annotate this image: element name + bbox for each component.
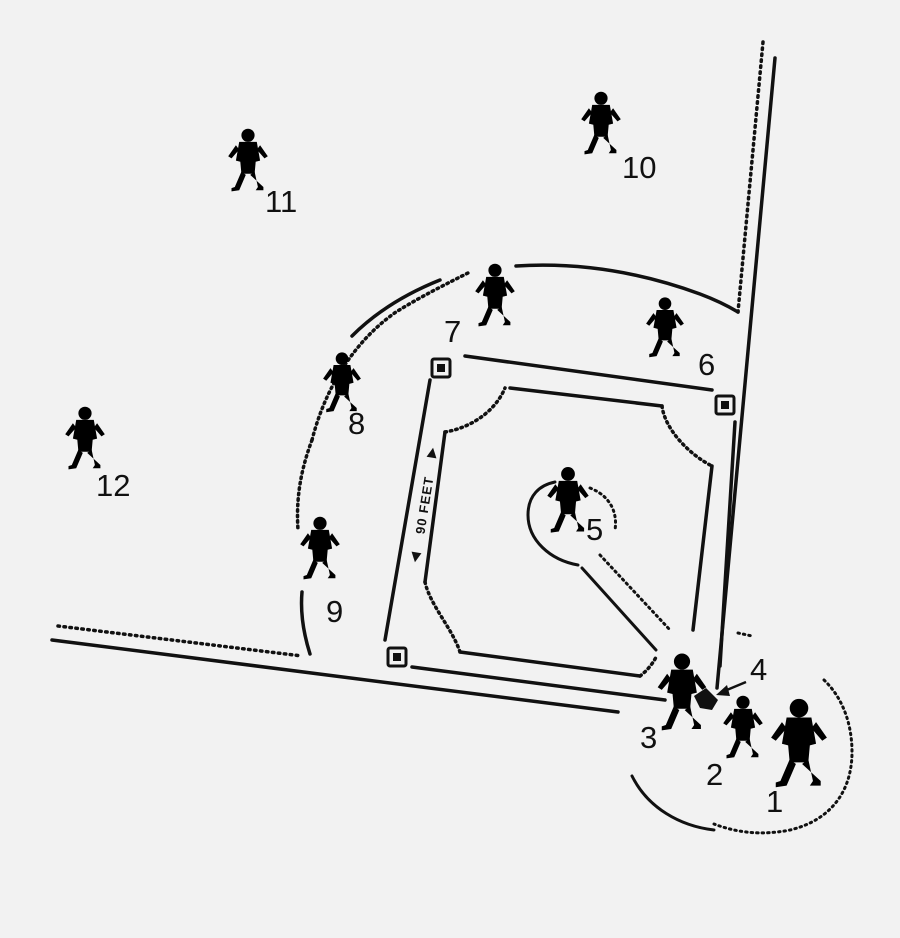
cutout-first <box>660 404 714 468</box>
mound-circle-dotted <box>588 486 618 532</box>
mound-path-right <box>598 553 672 632</box>
position-label-9: 9 <box>326 594 343 629</box>
player-7-figure <box>475 263 515 327</box>
position-label-2: 2 <box>706 757 723 792</box>
inner-bottom <box>458 650 642 678</box>
base-paths <box>383 354 737 702</box>
player-2-figure <box>723 695 763 759</box>
arc-top-left-solid <box>350 278 442 338</box>
player-12-figure <box>65 406 105 470</box>
arc-left-upper <box>310 270 472 442</box>
player-8-figure <box>323 352 361 413</box>
infield-cutouts <box>423 386 714 678</box>
mound-path-left <box>580 566 658 652</box>
path-home-to-third <box>410 665 667 702</box>
player-9-figure <box>300 516 340 580</box>
second-base <box>430 357 452 379</box>
player-5-figure <box>547 467 589 533</box>
distance-arrow-right <box>426 447 437 459</box>
player-11-figure <box>228 128 268 192</box>
home-circle-solid <box>630 774 716 832</box>
position-label-10: 10 <box>622 150 656 185</box>
distance-arrow-left <box>411 551 422 563</box>
position-label-6: 6 <box>698 347 715 382</box>
player-10-figure <box>581 91 621 155</box>
path-second-to-first <box>718 420 737 668</box>
right-foul-line-dotted <box>736 40 765 314</box>
inner-right <box>691 464 714 632</box>
cutout-home-right <box>638 653 659 678</box>
position-label-8: 8 <box>348 406 365 441</box>
bases <box>386 357 736 710</box>
arc-left-lower <box>295 438 314 532</box>
left-foul-line-dotted <box>56 624 304 658</box>
player-6-figure <box>646 297 684 358</box>
position-label-5: 5 <box>586 512 603 547</box>
arc-top <box>514 263 740 314</box>
home-circle-dotted <box>712 678 854 835</box>
cutout-second <box>443 386 507 434</box>
outfield-arc <box>295 263 740 656</box>
player-1-figure <box>771 698 827 788</box>
foul-lines <box>50 40 777 714</box>
pitchers-mound <box>526 480 754 652</box>
arc-left-bottom <box>299 590 312 656</box>
cutout-home <box>423 580 462 654</box>
position-labels: 1 2 3 4 5 6 7 8 9 10 11 12 <box>96 150 783 819</box>
left-foul-line <box>50 638 620 714</box>
path-third-to-second <box>463 354 714 392</box>
first-base-dots <box>736 631 754 638</box>
inner-top <box>508 386 664 408</box>
mound-circle <box>526 480 580 567</box>
inner-left <box>423 430 447 584</box>
first-base <box>714 394 736 416</box>
path-third-to-home <box>383 378 432 642</box>
position-label-1: 1 <box>766 784 783 819</box>
home-arrow <box>716 680 747 696</box>
players <box>65 91 827 788</box>
third-base <box>386 646 408 668</box>
player-3-figure <box>657 653 707 731</box>
position-label-3: 3 <box>640 720 657 755</box>
home-plate <box>694 688 718 710</box>
position-label-7: 7 <box>444 314 461 349</box>
home-plate-circle <box>630 678 854 835</box>
position-label-11: 11 <box>265 184 297 219</box>
position-label-4: 4 <box>750 652 767 687</box>
position-label-12: 12 <box>96 468 130 503</box>
